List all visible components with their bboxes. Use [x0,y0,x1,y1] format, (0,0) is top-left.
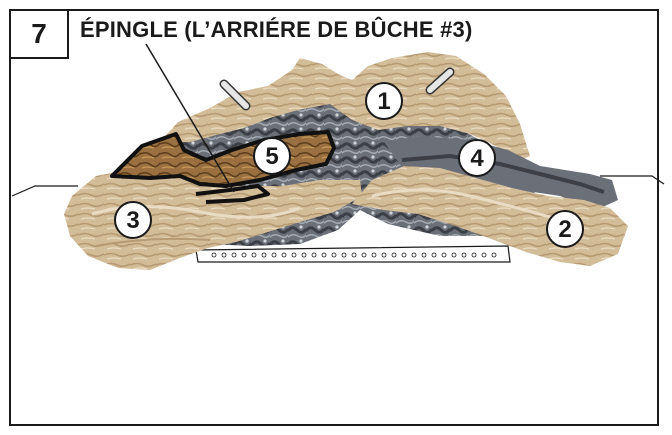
label-1: 1 [366,83,402,119]
label-4: 4 [459,140,495,176]
label-2: 2 [547,211,583,247]
step-number: 7 [31,18,47,50]
svg-text:5: 5 [265,143,278,170]
instruction-title: ÉPINGLE (L’ARRIÉRE DE BÛCHE #3) [80,17,472,43]
svg-text:4: 4 [470,145,484,172]
label-3: 3 [115,202,151,238]
step-number-box: 7 [9,9,69,59]
svg-text:3: 3 [126,207,139,234]
label-5: 5 [254,138,290,174]
svg-text:1: 1 [377,88,390,115]
grate [196,246,510,262]
svg-text:2: 2 [558,216,571,243]
